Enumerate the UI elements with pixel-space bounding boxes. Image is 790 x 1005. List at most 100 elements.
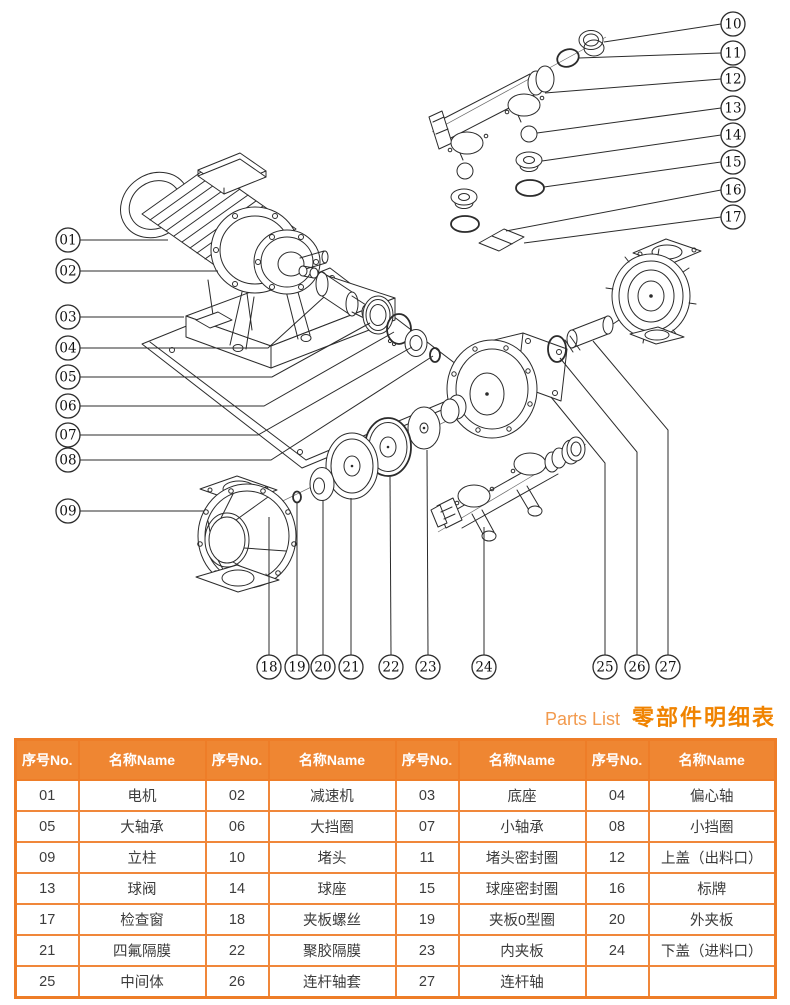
leader-line-13	[536, 107, 722, 134]
callout-circle-20	[310, 654, 336, 680]
part-no-cell: 08	[584, 810, 650, 843]
callout-08: 08	[55, 355, 434, 473]
callout-number-23: 23	[419, 660, 436, 676]
leader-line-14	[541, 134, 722, 162]
part-no-cell: 15	[394, 872, 460, 905]
callout-number-24: 24	[475, 660, 492, 676]
part-name-cell: 立柱	[77, 841, 207, 874]
callout-circle-17	[720, 204, 746, 230]
callout-circle-26	[624, 654, 650, 680]
leader-line-22	[389, 476, 392, 656]
part-no-cell: 13	[14, 872, 80, 905]
part-no-cell: 01	[14, 779, 80, 812]
callout-number-19: 19	[288, 660, 305, 676]
callout-19: 19	[284, 503, 310, 680]
callout-25: 25	[550, 396, 618, 680]
callout-23: 23	[415, 449, 441, 680]
callout-circle-22	[378, 654, 404, 680]
part-no-cell: 22	[204, 934, 270, 967]
callout-15: 15	[543, 149, 746, 188]
callout-circle-27	[655, 654, 681, 680]
part-name-cell: 四氟隔膜	[77, 934, 207, 967]
callout-number-11: 11	[724, 46, 741, 62]
part-no-cell: 14	[204, 872, 270, 905]
callout-circle-12	[720, 66, 746, 92]
col-header-no: 序号No.	[14, 738, 80, 781]
part-name-cell: 球座	[267, 872, 397, 905]
callout-17: 17	[523, 204, 746, 244]
part-name-cell: 连杆轴	[457, 965, 587, 999]
part-no-cell: 27	[394, 965, 460, 999]
callout-number-25: 25	[596, 660, 613, 676]
parts-list-title-en: Parts List	[544, 709, 620, 729]
callout-24: 24	[471, 527, 497, 680]
leader-line-23	[426, 449, 429, 656]
part-name-cell: 上盖（出料口）	[647, 841, 777, 874]
part-no-cell: 07	[394, 810, 460, 843]
leader-line-06	[80, 331, 395, 407]
col-header-name: 名称Name	[267, 738, 397, 781]
part-no-cell: 24	[584, 934, 650, 967]
part-no-cell: 25	[14, 965, 80, 999]
part-no-cell	[584, 965, 650, 999]
leader-line-16	[505, 189, 722, 232]
part-name-cell: 标牌	[647, 872, 777, 905]
callout-number-01: 01	[59, 233, 76, 249]
part-no-cell: 16	[584, 872, 650, 905]
exploded-diagram-svg: 0102030405060708091011121314151617181920…	[55, 11, 746, 680]
callout-number-26: 26	[628, 660, 645, 676]
callout-number-07: 07	[59, 428, 76, 444]
valve-parts-drawing	[450, 125, 545, 233]
callout-number-05: 05	[59, 370, 76, 386]
callout-20: 20	[310, 500, 336, 680]
top-manifold-drawing	[428, 30, 605, 161]
nameplate-drawing	[478, 228, 525, 252]
part-no-cell: 21	[14, 934, 80, 967]
part-no-cell: 09	[14, 841, 80, 874]
part-no-cell: 06	[204, 810, 270, 843]
callout-circle-21	[338, 654, 364, 680]
callout-01: 01	[55, 227, 168, 253]
callout-number-12: 12	[724, 72, 741, 88]
part-name-cell: 球座密封圈	[457, 872, 587, 905]
callout-number-22: 22	[382, 660, 399, 676]
leader-line-25	[550, 396, 606, 655]
callout-circle-18	[256, 654, 282, 680]
part-name-cell: 夹板螺丝	[267, 903, 397, 936]
part-no-cell: 18	[204, 903, 270, 936]
callout-number-15: 15	[724, 155, 741, 171]
callout-10: 10	[603, 11, 746, 43]
callout-circle-06	[55, 393, 81, 419]
part-no-cell: 02	[204, 779, 270, 812]
callout-number-09: 09	[59, 504, 76, 520]
part-name-cell: 内夹板	[457, 934, 587, 967]
part-name-cell: 球阀	[77, 872, 207, 905]
leader-line-26	[559, 357, 638, 655]
callout-circle-02	[55, 258, 81, 284]
callout-05: 05	[55, 322, 371, 390]
callout-18: 18	[256, 517, 282, 680]
callout-number-02: 02	[59, 264, 76, 280]
callout-circle-24	[471, 654, 497, 680]
callout-number-18: 18	[260, 660, 277, 676]
callout-circle-13	[720, 95, 746, 121]
left-pump-head-drawing	[195, 475, 297, 593]
callout-circle-16	[720, 177, 746, 203]
callout-number-13: 13	[724, 101, 741, 117]
part-name-cell: 大轴承	[77, 810, 207, 843]
part-name-cell: 偏心轴	[647, 779, 777, 812]
callout-number-10: 10	[724, 17, 741, 33]
callout-02: 02	[55, 258, 218, 284]
part-no-cell: 04	[584, 779, 650, 812]
leader-line-07	[80, 346, 413, 436]
callout-number-20: 20	[314, 660, 331, 676]
callout-circle-01	[55, 227, 81, 253]
part-name-cell: 外夹板	[647, 903, 777, 936]
callout-number-06: 06	[59, 399, 76, 415]
callout-07: 07	[55, 346, 413, 448]
col-header-no: 序号No.	[584, 738, 650, 781]
